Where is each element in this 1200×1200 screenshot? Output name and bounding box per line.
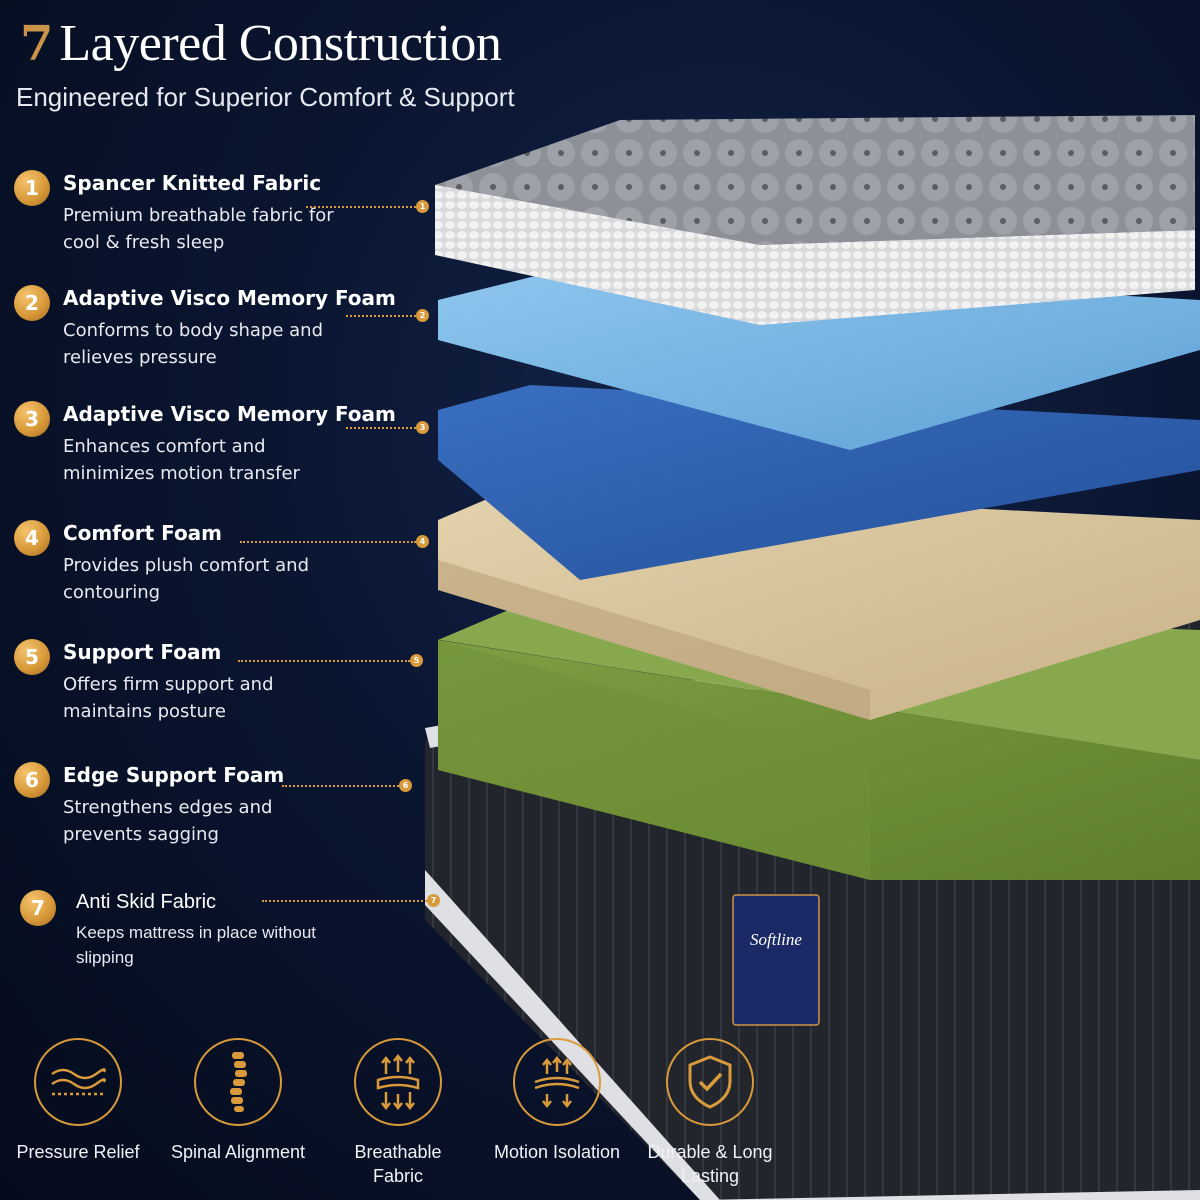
leader-line-3 — [346, 427, 416, 429]
knitted-fabric-layer — [435, 115, 1195, 325]
layer-badge: 6 — [14, 762, 50, 798]
leader-line-4 — [240, 541, 416, 543]
pressure-relief-icon — [51, 1068, 106, 1096]
leader-line-2 — [346, 315, 416, 317]
feature-icon-ring — [513, 1038, 601, 1126]
layer-badge: 2 — [14, 285, 50, 321]
layer-title: Support Foam — [63, 640, 222, 664]
feature-motion-isolation: Motion Isolation — [487, 1038, 627, 1164]
feature-label: Spinal Alignment — [170, 1142, 306, 1162]
layer-title: Spancer Knitted Fabric — [63, 171, 322, 195]
feature-durable: Durable & Long Lasting — [640, 1038, 780, 1188]
leader-dot-2: 2 — [416, 309, 429, 322]
leader-dot-5: 5 — [410, 654, 423, 667]
layer-badge: 1 — [14, 170, 50, 206]
svg-text:Softline: Softline — [750, 930, 802, 949]
layer-badge: 5 — [14, 639, 50, 675]
feature-label: Breathable Fabric — [354, 1142, 442, 1186]
layer-badge: 3 — [14, 401, 50, 437]
feature-label: Durable & Long Lasting — [647, 1142, 773, 1186]
feature-icon-ring — [666, 1038, 754, 1126]
layer-description: Premium breathable fabric for cool & fre… — [63, 205, 334, 253]
layer-description: Keeps mattress in place without slipping — [76, 923, 317, 967]
visco-foam-layer-3 — [438, 385, 1200, 580]
layer-badge: 4 — [14, 520, 50, 556]
page-subtitle: Engineered for Superior Comfort & Suppor… — [16, 82, 515, 112]
leader-dot-3: 3 — [416, 421, 429, 434]
leader-line-7 — [262, 900, 427, 902]
layer-title: Edge Support Foam — [63, 763, 285, 787]
feature-pressure-relief: Pressure Relief — [8, 1038, 148, 1164]
feature-breathable-fabric: Breathable Fabric — [328, 1038, 468, 1188]
leader-line-1 — [306, 206, 416, 208]
layer-description: Enhances comfort and minimizes motion tr… — [63, 436, 300, 484]
layer-description: Provides plush comfort and contouring — [63, 555, 309, 603]
feature-label: Motion Isolation — [493, 1142, 621, 1162]
layer-badge: 7 — [20, 890, 56, 926]
motion-isolation-icon — [534, 1055, 580, 1109]
layer-title: Comfort Foam — [63, 521, 223, 545]
brand-label — [732, 894, 820, 1026]
layer-title: Adaptive Visco Memory Foam — [63, 402, 396, 426]
leader-dot-6: 6 — [399, 779, 412, 792]
shield-check-icon — [688, 1055, 732, 1109]
leader-line-5 — [238, 660, 410, 662]
layer-description: Conforms to body shape and relieves pres… — [63, 320, 323, 368]
feature-icon-ring — [34, 1038, 122, 1126]
page-title: 7 Layered Construction — [20, 14, 502, 73]
leader-dot-4: 4 — [416, 535, 429, 548]
feature-icon-ring — [354, 1038, 442, 1126]
layer-description: Strengthens edges and prevents sagging — [63, 797, 273, 845]
feature-spinal-alignment: Spinal Alignment — [168, 1038, 308, 1164]
leader-line-6 — [282, 785, 399, 787]
feature-label: Pressure Relief — [16, 1142, 140, 1162]
leader-dot-1: 1 — [416, 200, 429, 213]
layer-title: Anti Skid Fabric — [76, 891, 217, 913]
feature-icon-ring — [194, 1038, 282, 1126]
leader-dot-7: 7 — [427, 894, 440, 907]
airflow-icon — [376, 1054, 420, 1110]
title-number: 7 — [20, 16, 54, 72]
layer-description: Offers firm support and maintains postur… — [63, 674, 274, 722]
layer-title: Adaptive Visco Memory Foam — [63, 286, 396, 310]
title-text: Layered Construction — [59, 15, 502, 72]
visco-foam-layer-2 — [438, 265, 1200, 450]
spine-icon — [230, 1052, 247, 1112]
